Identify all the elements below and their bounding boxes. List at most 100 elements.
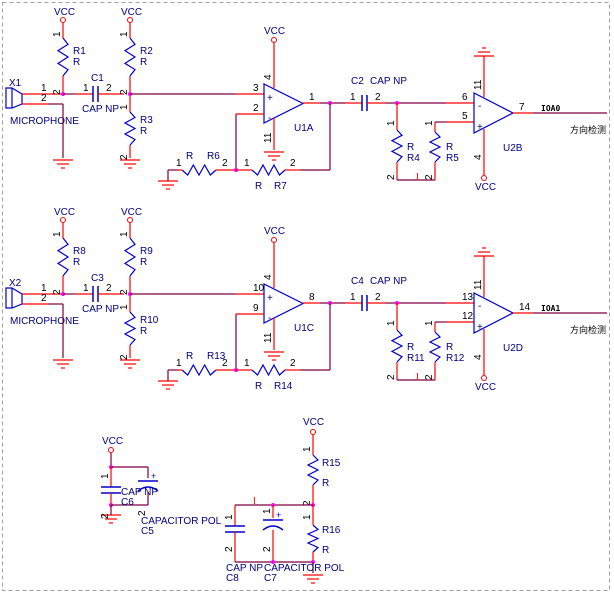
capacitor-value: CAPACITOR POL [141, 516, 222, 527]
resistor-value: R [73, 257, 80, 268]
resistor-value: R [322, 545, 329, 556]
pin-number: 11 [473, 79, 484, 90]
polarized-capacitor-icon: + [262, 510, 284, 531]
pin-number: 13 [462, 292, 474, 303]
vcc-port-icon [60, 17, 66, 23]
pin-number: 1 [100, 473, 111, 479]
mic-type-label: MICROPHONE [10, 316, 79, 327]
op-amp-minus: - [478, 301, 481, 312]
cap-plate-curved [137, 486, 159, 492]
ground-icon [264, 151, 284, 161]
resistor-value: R [446, 342, 453, 353]
vcc-label: VCC [102, 436, 123, 447]
pin-number: 1 [41, 83, 47, 94]
resistor-designator: R3 [140, 115, 153, 126]
op-amp-2a-icon [263, 283, 305, 324]
net-label: IOA0 [541, 104, 560, 113]
net-marker: I [416, 172, 419, 183]
resistor-designator: R12 [446, 353, 465, 364]
capacitor-value: CAP NP [82, 304, 119, 315]
pin-number: 1 [309, 92, 315, 103]
resistor-designator: R5 [446, 153, 459, 164]
resistor-value: R [255, 381, 262, 392]
resistor-value: R [140, 257, 147, 268]
vcc-port-icon [127, 217, 133, 223]
capacitor-designator: C3 [91, 273, 104, 284]
resistor-icon [123, 237, 137, 277]
pin-number: 1 [302, 514, 313, 520]
pin-number: 2 [290, 358, 296, 369]
vcc-label: VCC [475, 182, 496, 193]
vcc-port-icon [127, 17, 133, 23]
ground-icon [53, 359, 73, 369]
resistor-value: R [186, 151, 193, 162]
resistor-icon [390, 129, 404, 163]
resistor-designator: R15 [322, 458, 341, 469]
op-amp-designator: U2B [503, 143, 523, 154]
resistor-icon [306, 524, 320, 553]
mic-designator: X1 [9, 78, 22, 89]
pin-number: 14 [519, 302, 531, 313]
pin-number: 2 [52, 289, 63, 295]
pin-number: 2 [290, 158, 296, 169]
resistor-icon [428, 131, 442, 163]
resistor-icon [181, 163, 217, 177]
capacitor-icon [92, 286, 99, 302]
resistor-value: R [73, 57, 80, 68]
op-amp-designator: U1A [294, 123, 314, 134]
op-amp-1b-icon [473, 92, 515, 134]
resistor-icon [56, 237, 70, 277]
capacitor-designator: C1 [91, 73, 104, 84]
pin-number: 2 [375, 92, 381, 103]
pin-number: 1 [52, 231, 63, 237]
resistor-value: R [186, 351, 193, 362]
capacitor-value: CAP NP [370, 276, 407, 287]
vcc-port-icon [481, 175, 487, 181]
resistor-value: R [407, 342, 414, 353]
vcc-label: VCC [264, 26, 285, 37]
junction-dot [271, 560, 275, 564]
pin-number: 1 [52, 31, 63, 37]
pin-number: 2 [224, 546, 235, 552]
net-label: IOA1 [541, 304, 560, 313]
resistor-icon [123, 111, 137, 146]
resistor-value: R [140, 326, 147, 337]
pin-number: 2 [386, 174, 397, 180]
capacitor-icon [101, 486, 121, 494]
pin-number: 1 [83, 83, 89, 94]
capacitor-designator: C6 [121, 497, 134, 508]
resistor-icon [428, 331, 442, 363]
capacitor-icon [361, 95, 368, 111]
op-amp-minus: - [268, 313, 271, 324]
resistor-designator: R9 [140, 246, 153, 257]
capacitor-value: CAP NP [226, 563, 263, 574]
vcc-label: VCC [54, 7, 75, 18]
resistor-value: R [255, 181, 262, 192]
pin-number: 2 [100, 513, 111, 519]
net-marker: I [416, 372, 419, 383]
resistor-icon [251, 163, 286, 177]
pin-number: 1 [424, 120, 435, 126]
op-amp-minus: - [478, 101, 481, 112]
resistor-icon [306, 454, 320, 486]
pin-number: 1 [176, 158, 182, 169]
pin-number: 2 [41, 293, 47, 304]
resistor-designator: R6 [207, 151, 220, 162]
pin-number: 2 [222, 158, 228, 169]
pin-number: 1 [119, 31, 130, 37]
op-amp-designator: U1C [294, 323, 314, 334]
pin-number: 3 [253, 83, 259, 94]
resistor-designator: R10 [140, 315, 159, 326]
pin-number: 2 [424, 174, 435, 180]
pin-number: 9 [253, 303, 259, 314]
pin-number: 1 [83, 283, 89, 294]
pin-number: 2 [375, 292, 381, 303]
pin-number: 2 [262, 546, 273, 552]
pin-number: 4 [263, 274, 274, 280]
pin-number: 11 [473, 279, 484, 290]
direction-detect-label: 方向检测 [570, 324, 606, 336]
resistor-icon [123, 311, 137, 346]
